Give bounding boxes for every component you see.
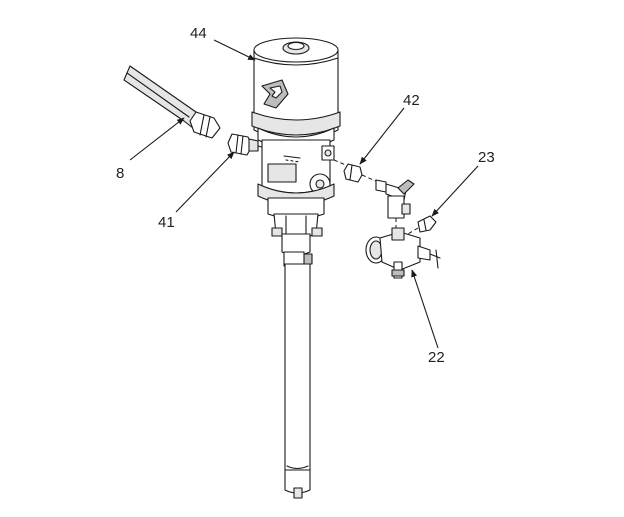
valve-fitting	[407, 215, 437, 235]
pump-tube	[284, 263, 311, 499]
pump-body	[257, 139, 335, 267]
inlet-fitting	[227, 133, 273, 156]
callout-44: 44	[190, 25, 207, 42]
callout-42: 42	[403, 92, 420, 109]
callout-41: 41	[158, 214, 175, 231]
leader-23	[431, 165, 479, 217]
leader-44	[213, 39, 256, 61]
ball-valve	[375, 179, 415, 228]
leader-8	[129, 117, 185, 161]
callout-23: 23	[478, 149, 495, 166]
outlet-fitting	[333, 159, 379, 183]
leader-22	[411, 269, 439, 349]
leader-41	[175, 151, 235, 213]
hose-fitting	[189, 111, 221, 139]
fluid-regulator	[365, 227, 441, 279]
callout-22: 22	[428, 349, 445, 366]
air-motor	[251, 37, 341, 150]
leader-42	[359, 107, 405, 165]
callout-8: 8	[116, 165, 125, 182]
